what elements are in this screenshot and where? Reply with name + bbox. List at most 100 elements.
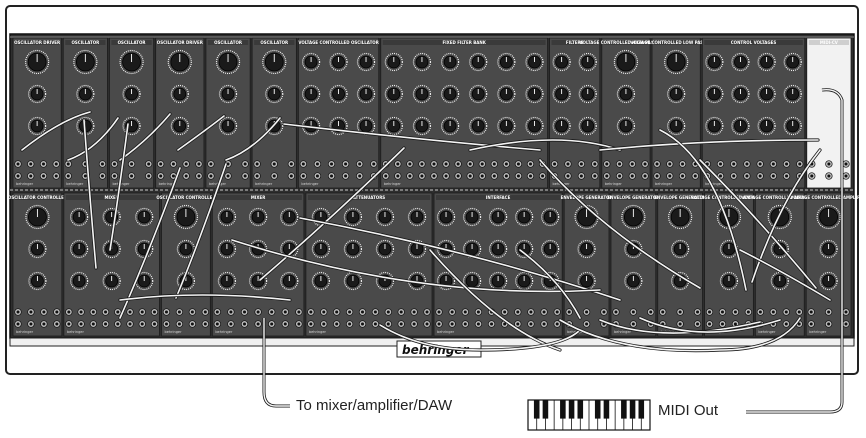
jack-hole <box>270 322 274 326</box>
knob-scale <box>489 239 508 259</box>
knob-scale <box>311 271 330 291</box>
jack-hole <box>844 174 848 178</box>
jack-hole <box>541 174 545 178</box>
jack-hole <box>348 322 352 326</box>
jack-hole <box>309 310 313 314</box>
knob-scale <box>462 271 482 291</box>
jack-hole <box>386 310 390 314</box>
jack-hole <box>827 322 831 326</box>
knob-scale <box>757 52 776 72</box>
knob-scale <box>731 116 750 136</box>
module-header <box>163 195 209 200</box>
jack-hole <box>504 174 508 178</box>
jack-hole <box>593 162 597 166</box>
jack-hole <box>450 322 454 326</box>
knob-scale <box>664 49 689 75</box>
knob-scale <box>329 52 348 72</box>
knob-scale <box>301 52 321 72</box>
knob-scale <box>280 271 299 291</box>
jack-hole <box>140 310 144 314</box>
knob-scale <box>578 116 597 136</box>
jack-hole <box>309 322 313 326</box>
jack-hole <box>771 162 775 166</box>
jack-hole <box>29 322 33 326</box>
knob-scale <box>577 271 596 291</box>
jack-hole <box>100 174 104 178</box>
knob-scale <box>667 84 686 104</box>
jack-hole <box>112 162 116 166</box>
knob-scale <box>462 239 482 259</box>
jack-hole <box>128 322 132 326</box>
knob-scale <box>819 271 838 291</box>
jack-hole <box>444 174 448 178</box>
knob-scale <box>497 84 516 104</box>
jack-hole <box>745 174 749 178</box>
module-header <box>612 195 654 200</box>
jack-hole <box>504 162 508 166</box>
black-key <box>621 400 627 419</box>
jack-hole <box>463 310 467 314</box>
module-header <box>65 40 106 45</box>
jack-hole <box>16 174 20 178</box>
jack-hole <box>503 322 507 326</box>
knob-scale <box>73 49 98 75</box>
jack-hole <box>408 162 412 166</box>
knob-scale <box>375 271 395 291</box>
module-title: OSCILLATOR <box>118 40 146 45</box>
jack-hole <box>529 322 533 326</box>
jack-hole <box>661 310 665 314</box>
knob-scale <box>497 52 516 72</box>
knob-scale <box>28 84 47 104</box>
black-key <box>542 400 549 419</box>
jack-hole <box>490 322 494 326</box>
module-header <box>704 40 803 45</box>
module-title: OSCILLATOR DRIVER <box>14 40 60 45</box>
knob-scale <box>440 52 460 72</box>
knob-scale <box>816 204 841 230</box>
patch-cable <box>599 319 761 334</box>
jack-hole <box>301 162 305 166</box>
module-brand: behringer <box>67 330 85 334</box>
jack-hole <box>668 174 672 178</box>
behringer-badge: behringer <box>396 340 482 358</box>
module-title: VOLTAGE CONTROLLED LOW PASS FILTER <box>630 40 722 45</box>
jack-hole <box>463 322 467 326</box>
module-brand: behringer <box>809 330 827 334</box>
knob-scale <box>541 239 560 259</box>
module-header <box>15 40 60 45</box>
knob-scale <box>329 84 348 104</box>
knob-scale <box>249 271 268 291</box>
knob-scale <box>407 207 427 227</box>
jack-hole <box>605 162 609 166</box>
jack-hole <box>41 162 45 166</box>
module-title: OSCILLATOR CONTROLLER <box>156 195 215 200</box>
module-title: VOLTAGE CONTROLLED AMPLIFIER <box>790 195 866 200</box>
jack-hole <box>283 322 287 326</box>
jack-hole <box>468 162 472 166</box>
patch-cable <box>659 129 747 291</box>
jack-hole <box>412 322 416 326</box>
knob-scale <box>135 239 154 259</box>
jack-hole <box>360 322 364 326</box>
jack-hole <box>16 162 20 166</box>
module-brand: behringer <box>309 330 327 334</box>
module-header <box>382 40 546 45</box>
module-header <box>706 195 752 200</box>
black-key <box>629 400 636 419</box>
jack-hole <box>720 310 724 314</box>
knob-scale <box>489 271 508 291</box>
jack-hole <box>444 162 448 166</box>
knob-scale <box>783 52 802 72</box>
knob-scale <box>167 49 192 75</box>
jack-hole <box>297 310 301 314</box>
jack-hole <box>696 310 700 314</box>
jack-hole <box>492 162 496 166</box>
module-top-10: VOLTAGE CONTROLLED LOW PASS FILTERbehrin… <box>630 37 722 189</box>
module-title: MIXER <box>251 195 265 200</box>
jack-hole <box>243 162 247 166</box>
jack-hole <box>602 310 606 314</box>
